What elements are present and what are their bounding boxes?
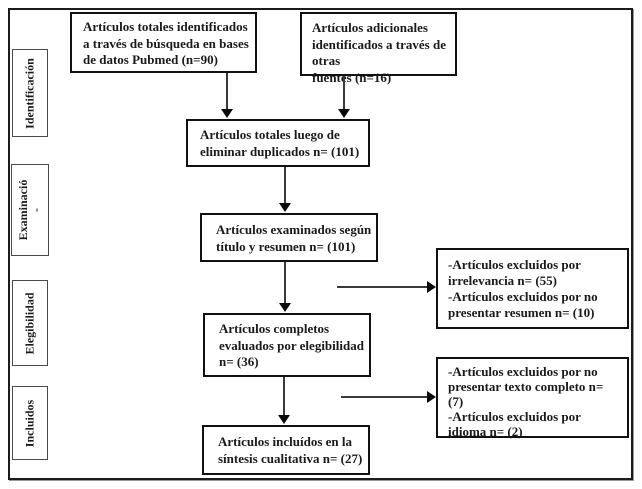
stage-label-eligibility: Elegibilidad [22,291,37,355]
box-after-duplicates: Artículos totales luego de eliminar dupl… [186,119,370,167]
arrow-head-icon [279,303,291,312]
arrow-head-icon [427,391,436,403]
arrow-down-icon [279,262,291,312]
box-included-synthesis: Artículos incluídos en la síntesis cuali… [202,425,370,475]
arrow-head-icon [427,281,436,293]
arrow-shaft [284,167,286,204]
arrow-right-icon [341,391,436,403]
box-additional-records: Artículos adicionales identificados a tr… [300,12,457,85]
stage-label-identification: Identificación [22,57,37,129]
arrow-head-icon [338,109,350,118]
stage-box-eligibility: Elegibilidad [12,280,48,366]
arrow-down-icon [278,377,290,424]
arrow-down-icon [279,167,291,212]
box-fulltext-assessed: Artículos completos evaluados por elegib… [203,313,371,377]
arrow-shaft [283,377,285,416]
arrow-head-icon [221,109,233,118]
arrow-shaft [226,73,228,110]
arrow-shaft [343,76,345,110]
stage-label-included: Incluidos [22,399,37,447]
box-excluded-fulltext: -Artículos excluidos por no presentar te… [436,357,629,439]
arrow-shaft [337,286,428,288]
stage-label-screening: Examinació - [16,179,43,241]
arrow-shaft [284,262,286,304]
stage-box-screening: Examinació - [11,164,49,256]
box-records-identified: Artículos totales identificados a través… [70,12,257,73]
diagram-frame [8,8,633,480]
box-screened: Artículos examinados según título y resu… [200,213,378,262]
arrow-shaft [341,396,428,398]
stage-box-identification: Identificación [12,49,48,137]
arrow-right-icon [337,281,436,293]
arrow-head-icon [278,415,290,424]
box-excluded-screening: -Artículos excluidos por irrelevancia n=… [436,248,629,329]
arrow-down-icon [338,76,350,118]
stage-box-included: Incluidos [12,386,48,460]
arrow-down-icon [221,73,233,118]
arrow-head-icon [279,203,291,212]
